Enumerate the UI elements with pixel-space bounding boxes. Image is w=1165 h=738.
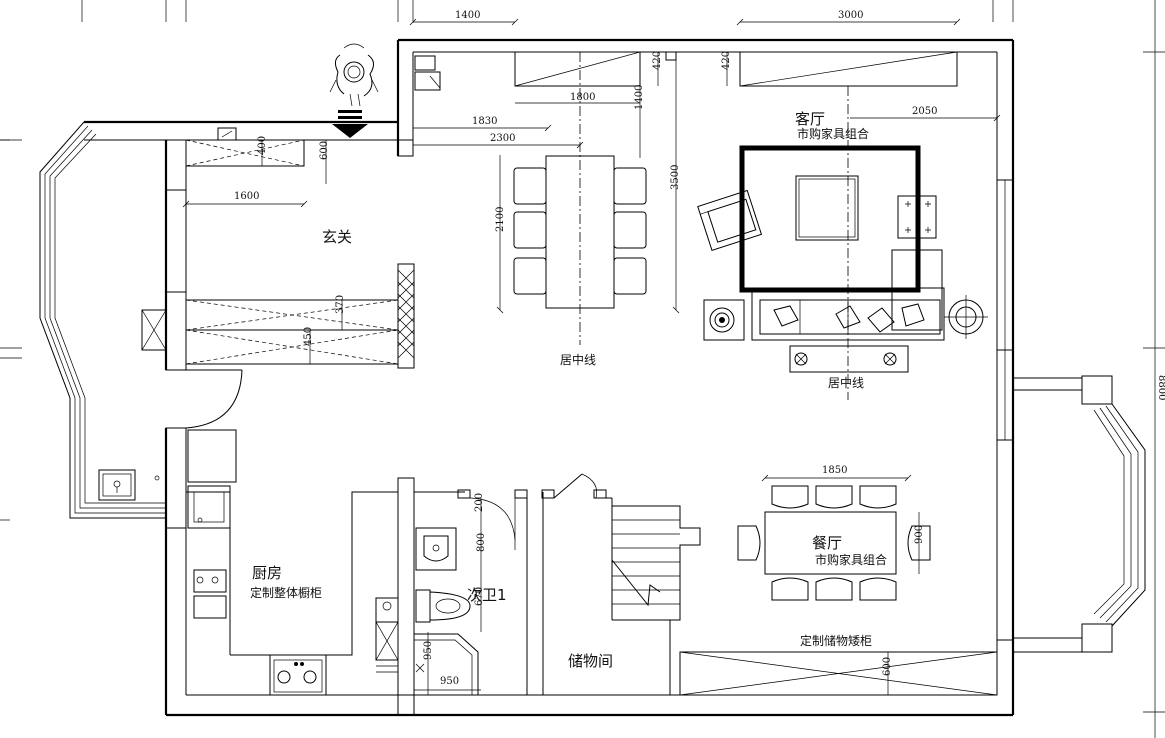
room-label-storage: 储物间	[568, 652, 613, 670]
bath-door	[469, 497, 516, 550]
entry-door	[185, 369, 243, 429]
left-bay-window	[39, 121, 167, 519]
floor-lamp-icon	[703, 299, 745, 341]
dim-800-label: 800	[476, 533, 487, 552]
toilet-icon	[415, 589, 471, 623]
staircase	[611, 505, 701, 621]
hatched-column	[397, 269, 415, 359]
dim-3500-label: 3500	[670, 165, 681, 190]
entry-shoe-cabinet: 400 600	[185, 127, 330, 184]
dim-3000-label: 3000	[838, 10, 863, 21]
room-label-bath: 次卫1	[467, 586, 507, 604]
dim-2050-label: 2050	[912, 106, 937, 117]
bath-dimensions: 200 800 670 950 950	[414, 493, 487, 695]
shower-corner	[414, 633, 479, 695]
dim-370-label: 370	[335, 295, 346, 314]
room-label-kitchen: 厨房	[252, 564, 282, 582]
left-edge-ticks	[0, 139, 10, 521]
dim-1830-label: 1830	[472, 116, 497, 127]
plant-icon	[944, 295, 988, 339]
dim-400-label: 400	[257, 136, 268, 155]
top-cabinets: 420 420	[414, 51, 958, 91]
dim-950v-label: 950	[423, 641, 434, 660]
long-table: 居中线	[513, 52, 647, 367]
kitchen-note: 定制整体橱柜	[250, 585, 322, 600]
side-table-icon	[897, 195, 937, 239]
dining-table: 900	[737, 485, 931, 601]
dining-note: 市购家具组合	[815, 552, 887, 567]
dim-420a-label: 420	[652, 51, 663, 70]
storage-door	[553, 473, 598, 499]
dim-2100: 2100	[495, 155, 506, 314]
dim-1400v: 1400	[634, 52, 645, 158]
stove-icon	[269, 654, 327, 696]
dim-1830: 1830	[413, 116, 552, 132]
top-dimension-3000: 3000	[736, 10, 961, 26]
dim-600b-label: 600	[882, 657, 893, 676]
dining-axis-label: 居中线	[560, 352, 596, 367]
interior-partitions	[397, 477, 681, 716]
exterior-walls	[84, 38, 1015, 717]
tv-cabinet	[789, 345, 909, 373]
dim-950h-label: 950	[440, 676, 459, 687]
dim-1850: 1850	[761, 465, 912, 482]
dim-420b-label: 420	[721, 51, 732, 70]
dim-2100-label: 2100	[495, 207, 506, 232]
cabinet-label: 定制储物矮柜	[800, 633, 872, 648]
living-note: 市购家具组合	[797, 126, 869, 141]
dim-2300: 2300	[413, 133, 584, 149]
dim-450-label: 450	[303, 327, 314, 346]
living-rug	[739, 145, 921, 293]
side-dimension-label: 8800	[1156, 375, 1165, 400]
dim-1600: 1600	[182, 191, 308, 208]
dim-200-label: 200	[474, 493, 485, 512]
kitchen-walls	[186, 429, 398, 656]
entry-arrow-icon	[332, 110, 368, 138]
bath-fixture-stub	[375, 597, 399, 673]
dim-600-label: 600	[319, 141, 330, 160]
person-icon	[329, 43, 379, 107]
dim-1400v-label: 1400	[634, 85, 645, 110]
dim-1600-label: 1600	[234, 191, 259, 202]
dim-2300-label: 2300	[490, 133, 515, 144]
dim-900-label: 900	[914, 525, 925, 544]
top-dimension-1400: 1400	[409, 10, 519, 26]
dim-2050: 2050	[850, 106, 1001, 122]
dim-1850-label: 1850	[822, 465, 847, 476]
dim-3500: 3500	[670, 52, 681, 314]
room-label-entry: 玄关	[322, 228, 352, 246]
dim-670-label: 670	[474, 587, 485, 606]
dim-1800-label: 1800	[570, 92, 595, 103]
low-storage-cabinet: 600	[679, 651, 998, 696]
washbasin-icon	[415, 527, 457, 571]
entry-wardrobe: 370 450	[185, 263, 415, 369]
right-bay-window: 8800	[996, 179, 1165, 653]
room-label-living: 客厅	[795, 110, 825, 128]
armchair-icon	[697, 189, 763, 251]
dim-1400-label: 1400	[455, 10, 480, 21]
living-axis-label: 居中线	[828, 375, 864, 390]
room-label-dining: 餐厅	[812, 534, 842, 552]
dim-1800: 1800	[515, 92, 640, 104]
